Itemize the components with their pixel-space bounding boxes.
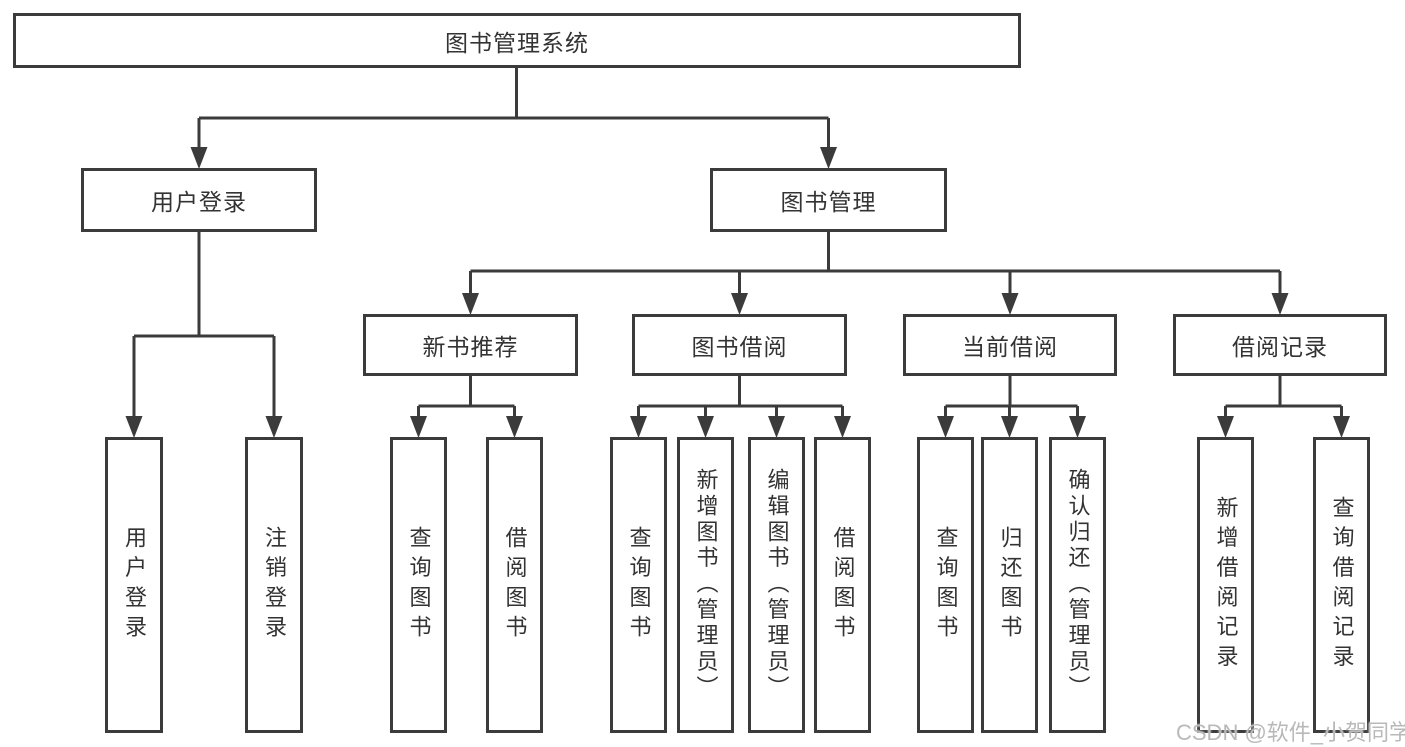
node-label: 图书管理系统 xyxy=(445,29,589,56)
node-label: 归还图书 xyxy=(997,525,1023,645)
node-label: 注销登录 xyxy=(262,525,287,645)
leaf-borrowing-edit-books-admin: 编辑图书（管理员） xyxy=(748,437,805,733)
node-library-management-system: 图书管理系统 xyxy=(13,13,1021,68)
leaf-records-query-record: 查询借阅记录 xyxy=(1313,437,1370,733)
leaf-recommend-query-books: 查询图书 xyxy=(390,437,447,733)
node-label: 当前借阅 xyxy=(962,334,1058,360)
node-label: 图书管理 xyxy=(780,189,877,215)
node-label: 借阅图书 xyxy=(830,525,856,645)
node-label: 确认归还（管理员） xyxy=(1065,468,1091,702)
node-label: 查询借阅记录 xyxy=(1329,495,1355,675)
leaf-borrowing-query-books: 查询图书 xyxy=(610,437,667,733)
leaf-current-return-books: 归还图书 xyxy=(981,437,1038,733)
node-label: 图书借阅 xyxy=(691,334,788,360)
node-book-management: 图书管理 xyxy=(710,168,947,232)
node-label: 查询图书 xyxy=(406,525,432,645)
leaf-records-add-record: 新增借阅记录 xyxy=(1197,437,1254,733)
leaf-user-login: 用户登录 xyxy=(105,437,163,733)
leaf-current-confirm-return-admin: 确认归还（管理员） xyxy=(1049,437,1106,733)
node-label: 编辑图书（管理员） xyxy=(764,468,790,702)
node-new-book-recommend: 新书推荐 xyxy=(363,314,578,376)
node-current-borrowing: 当前借阅 xyxy=(903,314,1117,376)
node-book-borrowing: 图书借阅 xyxy=(632,314,847,376)
leaf-logout-login: 注销登录 xyxy=(245,437,303,733)
node-label: 新书推荐 xyxy=(422,334,519,360)
node-label: 查询图书 xyxy=(933,525,959,645)
leaf-borrowing-add-books-admin: 新增图书（管理员） xyxy=(677,437,734,733)
node-label: 用户登录 xyxy=(122,525,147,645)
node-label: 用户登录 xyxy=(151,189,247,215)
node-label: 新增图书（管理员） xyxy=(693,468,719,702)
node-label: 借阅记录 xyxy=(1232,334,1328,360)
watermark: CSDN @软件_小贺同学 xyxy=(1176,720,1405,745)
node-borrowing-records: 借阅记录 xyxy=(1173,314,1387,376)
leaf-recommend-borrow-books: 借阅图书 xyxy=(486,437,543,733)
node-user-login: 用户登录 xyxy=(81,168,317,232)
node-label: 查询图书 xyxy=(626,525,652,645)
leaf-current-query-books: 查询图书 xyxy=(917,437,974,733)
leaf-borrowing-borrow-books: 借阅图书 xyxy=(814,437,871,733)
node-label: 借阅图书 xyxy=(502,525,528,645)
node-label: 新增借阅记录 xyxy=(1213,495,1239,675)
